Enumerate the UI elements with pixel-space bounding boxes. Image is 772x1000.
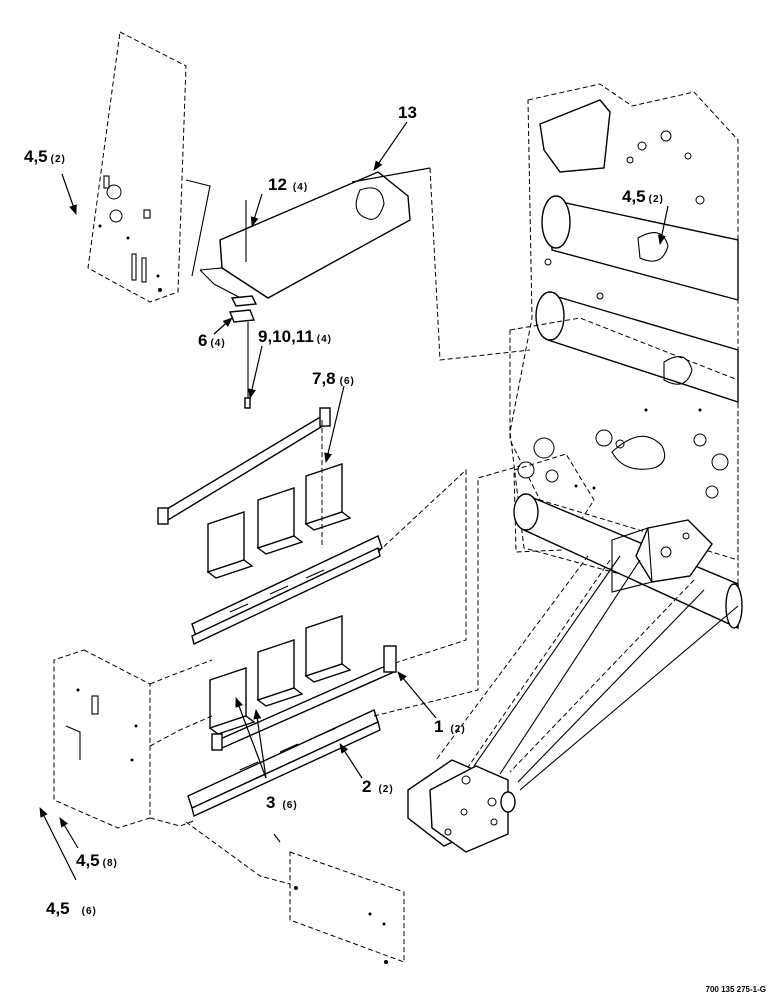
- leader-1: [397, 671, 437, 719]
- hitch-tongue-assembly: [407, 519, 739, 853]
- leader-78: [324, 385, 345, 463]
- roller-tube-lower: [513, 453, 743, 630]
- deflector-pan-lower-part-2: [187, 709, 381, 817]
- bracket-part-6: [229, 295, 258, 409]
- leader-6: [213, 317, 233, 335]
- leader-12: [250, 193, 263, 227]
- leader-45-top-left: [61, 173, 77, 215]
- callout-1: 1(2): [434, 717, 466, 736]
- rail-bar-upper: [157, 407, 331, 525]
- callout-2: 2(2): [362, 777, 394, 796]
- callout-13: 13: [398, 103, 417, 122]
- callout-45-top-right: 4,5(2): [622, 187, 664, 206]
- leader-91011: [248, 345, 263, 399]
- deflector-plates-upper: [206, 463, 352, 579]
- callout-7-8: 7,8(6): [312, 369, 355, 388]
- alignment-line-upper: [377, 468, 467, 665]
- leader-45-6: [39, 807, 77, 881]
- leader-45-top-right: [657, 205, 669, 245]
- leader-3b: [253, 709, 267, 779]
- side-panel-upper-left: [87, 31, 211, 303]
- roller-tube-upper: [541, 195, 739, 301]
- alignment-line-lower: [373, 465, 521, 717]
- callout-12: 12(4): [268, 175, 308, 194]
- leader-45-8: [59, 817, 79, 849]
- side-panel-lower-left: [53, 649, 213, 829]
- callout-3: 3(6): [266, 793, 298, 812]
- bottom-cover-panel: [185, 821, 405, 964]
- leader-2: [339, 743, 363, 779]
- deflector-plates-lower-part-3: [208, 615, 352, 735]
- leader-3: [235, 697, 267, 779]
- top-shield-part-13: [199, 167, 531, 361]
- roller-tube-middle: [535, 291, 739, 403]
- callout-45-8: 4,5(8): [76, 851, 118, 870]
- callout-45-top-left: 4,5(2): [24, 147, 66, 166]
- callout-6: 6(4): [198, 331, 226, 350]
- figure-reference-number: 700 135 275-1-G: [706, 985, 767, 994]
- leader-13: [373, 121, 408, 171]
- callout-45-6: 4,5(6): [46, 899, 97, 918]
- callout-9-10-11: 9,10,11(4): [258, 327, 332, 346]
- deflector-pan-upper: [191, 535, 383, 645]
- frame-mid-panel: [509, 317, 739, 561]
